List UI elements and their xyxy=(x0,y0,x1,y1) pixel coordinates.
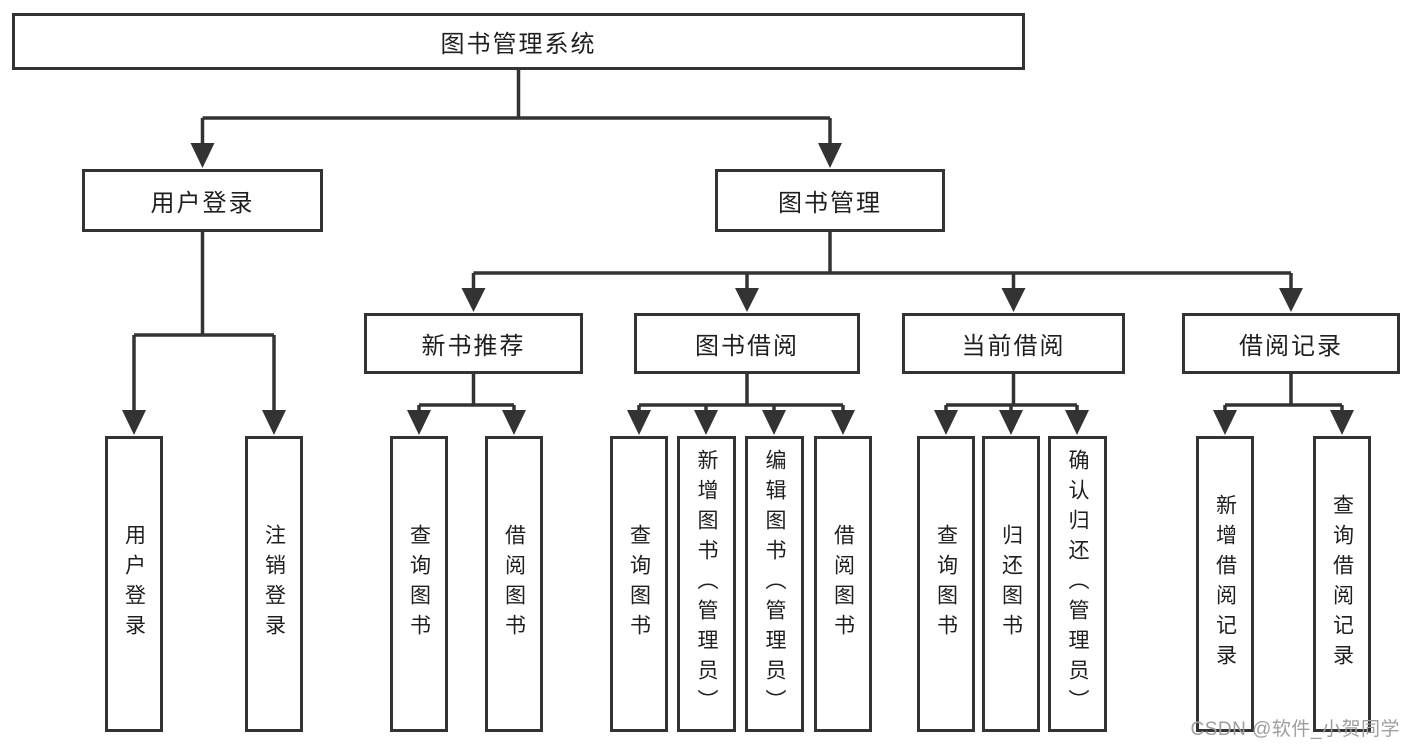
node-borrowing-records: 借阅记录 xyxy=(1182,313,1400,374)
node-query-books-borrow: 查询图书 xyxy=(610,436,668,732)
arrowhead xyxy=(934,410,958,435)
node-new-book-recommendation: 新书推荐 xyxy=(364,313,583,374)
arrowhead xyxy=(262,410,286,435)
node-borrow-books-leaf: 借阅图书 xyxy=(814,436,872,732)
node-add-books-admin: 新增图书（管理员） xyxy=(677,436,736,732)
node-user-login: 用户登录 xyxy=(82,169,323,232)
arrowhead xyxy=(122,410,146,435)
connector-new-book-children xyxy=(417,374,516,412)
arrowhead xyxy=(1065,410,1089,435)
arrowhead xyxy=(1213,410,1237,435)
arrowhead xyxy=(735,288,759,312)
node-borrow-books-recommend: 借阅图书 xyxy=(485,436,543,732)
node-add-borrow-record: 新增借阅记录 xyxy=(1196,436,1254,732)
node-confirm-return-admin: 确认归还（管理员） xyxy=(1048,436,1107,732)
node-query-borrow-record: 查询借阅记录 xyxy=(1313,436,1371,732)
arrowhead xyxy=(1001,288,1026,312)
connector-book-management-children xyxy=(471,232,1293,289)
node-book-management: 图书管理 xyxy=(715,169,945,232)
node-user-login-leaf: 用户登录 xyxy=(105,436,163,732)
arrowhead xyxy=(694,410,718,435)
arrowhead xyxy=(190,143,215,168)
node-query-books-recommend: 查询图书 xyxy=(390,436,448,732)
arrowhead xyxy=(831,410,855,435)
arrowhead xyxy=(461,288,486,312)
node-logout: 注销登录 xyxy=(245,436,303,732)
node-current-borrowing: 当前借阅 xyxy=(902,313,1125,374)
arrowhead xyxy=(999,410,1023,435)
node-book-borrowing: 图书借阅 xyxy=(634,313,860,374)
arrowhead xyxy=(407,410,431,435)
node-return-books: 归还图书 xyxy=(982,436,1040,732)
arrowhead xyxy=(502,410,526,435)
node-query-books-current: 查询图书 xyxy=(917,436,975,732)
connector-current-borrow-children xyxy=(944,374,1079,412)
node-edit-books-admin: 编辑图书（管理员） xyxy=(745,436,804,732)
node-root: 图书管理系统 xyxy=(12,13,1025,70)
arrowheads xyxy=(122,143,1354,435)
connector-user-login-children xyxy=(132,232,276,411)
arrowhead xyxy=(762,410,786,435)
arrowhead xyxy=(1279,288,1303,312)
connector-root-to-level2 xyxy=(200,70,832,144)
arrowhead xyxy=(1330,410,1354,435)
arrowhead xyxy=(818,143,842,168)
arrowhead xyxy=(627,410,651,435)
connector-book-borrow-children xyxy=(637,374,845,412)
connector-borrow-records-children xyxy=(1223,374,1344,412)
csdn-watermark: CSDN @软件_小贺同学 xyxy=(1190,719,1400,740)
